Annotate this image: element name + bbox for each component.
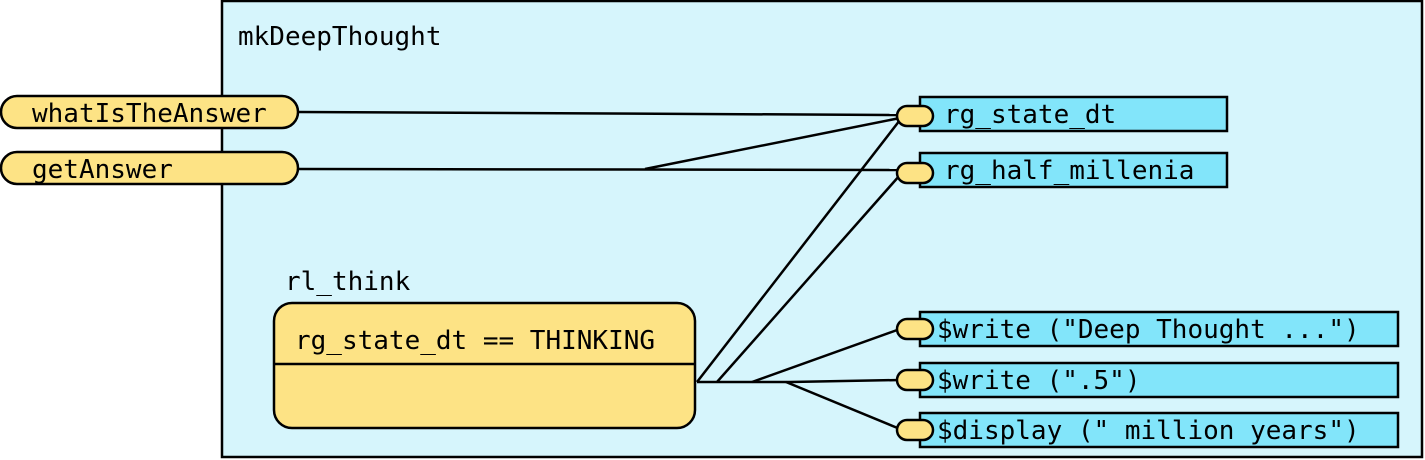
register-port (895, 104, 935, 128)
register-rg_half_millenia[interactable]: rg_half_millenia (895, 151, 1229, 189)
action-label: $write ("Deep Thought ...") (937, 315, 1360, 345)
method-label: whatIsTheAnswer (32, 99, 267, 129)
register-box (918, 151, 1229, 189)
register-port (895, 161, 935, 185)
module-name: mkDeepThought (238, 22, 442, 52)
register-label: rg_half_millenia (944, 156, 1194, 186)
action-port (895, 317, 935, 341)
method-label: getAnswer (32, 155, 173, 185)
register-label: rg_state_dt (944, 100, 1116, 130)
wire-whatIsTheAnswer-rg_state_dt (297, 110, 901, 117)
action-label: $display (" million years") (937, 416, 1360, 446)
action-label: $write (".5") (937, 366, 1141, 396)
method-pill (0, 150, 300, 186)
action-display-million-years[interactable]: $display (" million years") (895, 411, 1400, 449)
connection-lines (297, 110, 901, 431)
rule-rl_think[interactable]: rg_state_dt == THINKING (272, 301, 697, 430)
wire-rule-write-deep-thought (751, 327, 901, 384)
action-port (895, 418, 935, 442)
wire-rule-write-5 (789, 378, 901, 384)
rule-box (272, 301, 697, 430)
rule-condition: rg_state_dt == THINKING (295, 326, 655, 356)
wire-getAnswer-rg_state_dt (644, 116, 901, 171)
method-whatIsTheAnswer[interactable]: whatIsTheAnswer (0, 94, 300, 130)
register-rg_state_dt[interactable]: rg_state_dt (895, 95, 1229, 133)
wire-rule-rg_half_millenia (716, 174, 901, 383)
wire-rule-display-million-years (785, 380, 901, 431)
action-write-deep-thought[interactable]: $write ("Deep Thought ...") (895, 310, 1400, 348)
rule-name: rl_think (285, 267, 411, 297)
wire-rule-rg_state_dt (696, 119, 901, 383)
register-box (918, 95, 1229, 133)
action-port (895, 368, 935, 392)
method-pill (0, 94, 300, 130)
action-write-5[interactable]: $write (".5") (895, 361, 1400, 399)
wire-getAnswer-rg_half_millenia (297, 167, 901, 172)
action-box (918, 310, 1400, 348)
method-getAnswer[interactable]: getAnswer (0, 150, 300, 186)
